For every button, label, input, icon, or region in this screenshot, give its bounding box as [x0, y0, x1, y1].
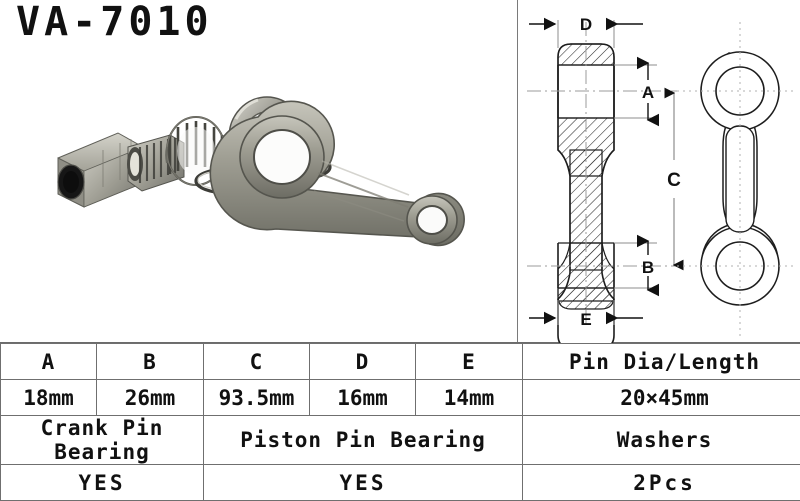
datasheet-page: VA-7010 [0, 0, 800, 487]
cell-value-A: 18mm [1, 380, 97, 416]
cell-value-crank-pin-bearing: YES [1, 465, 204, 501]
drawing-section-view [527, 22, 677, 343]
dimension-label-E: E [580, 310, 591, 329]
cell-header-A: A [1, 344, 97, 380]
cell-value-D: 16mm [310, 380, 416, 416]
table-row-bearing-values: YES YES 2Pcs [1, 465, 800, 501]
product-photo [0, 55, 517, 305]
cell-header-C: C [204, 344, 310, 380]
page-title: VA-7010 [16, 2, 213, 42]
dimension-C: C [667, 93, 681, 265]
cell-label-washers: Washers [523, 416, 800, 465]
specification-table: A B C D E Pin Dia/Length 18mm 26mm 93.5m… [0, 343, 800, 501]
cell-value-washers: 2Pcs [523, 465, 800, 501]
cell-header-pin-dia-length: Pin Dia/Length [523, 344, 800, 380]
photo-connecting-rod [210, 101, 464, 245]
cell-label-piston-pin-bearing: Piston Pin Bearing [204, 416, 523, 465]
cell-header-D: D [310, 344, 416, 380]
cell-header-B: B [97, 344, 204, 380]
cell-value-piston-pin-bearing: YES [204, 465, 523, 501]
table-row-dim-values: 18mm 26mm 93.5mm 16mm 14mm 20×45mm [1, 380, 800, 416]
table-row-bearing-labels: Crank Pin Bearing Piston Pin Bearing Was… [1, 416, 800, 465]
cell-label-crank-pin-bearing: Crank Pin Bearing [1, 416, 204, 465]
cell-value-B: 26mm [97, 380, 204, 416]
cell-value-C: 93.5mm [204, 380, 310, 416]
table-row-dim-headers: A B C D E Pin Dia/Length [1, 344, 800, 380]
dimension-label-A: A [642, 83, 654, 102]
cell-value-E: 14mm [416, 380, 523, 416]
technical-drawing: D E A B C [517, 0, 800, 343]
cell-value-pin-dia-length: 20×45mm [523, 380, 800, 416]
dimension-label-C: C [667, 170, 681, 191]
cell-header-E: E [416, 344, 523, 380]
drawing-front-view [677, 22, 795, 336]
dimension-D: D [529, 15, 643, 48]
dimension-label-B: B [642, 258, 654, 277]
dimension-label-D: D [580, 15, 592, 34]
